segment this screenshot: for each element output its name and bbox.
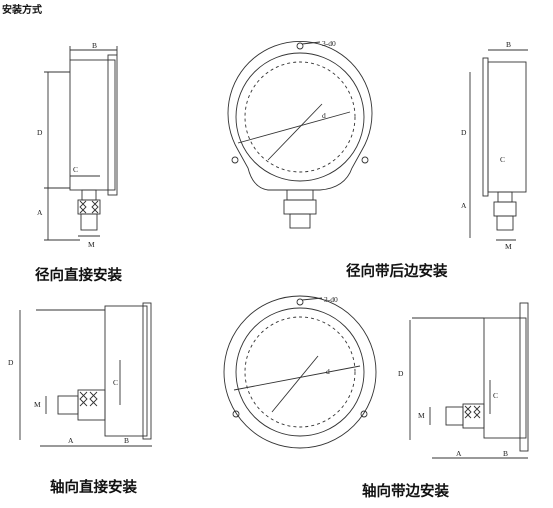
label-d-diameter: d <box>326 367 330 376</box>
label-d: D <box>8 358 14 367</box>
back-flange-plate <box>482 57 489 197</box>
label-d: D <box>398 369 404 378</box>
mount-hole <box>361 156 369 164</box>
label-b: B <box>506 40 511 49</box>
mount-hole <box>232 410 240 418</box>
label-m: M <box>505 242 512 251</box>
mount-hole <box>296 298 304 306</box>
caption-radial-back-flange: 径向带后边安装 <box>346 262 448 280</box>
thread-stem <box>496 215 514 231</box>
label-c: C <box>73 165 78 174</box>
label-d: D <box>37 128 43 137</box>
hex-nut <box>493 201 517 217</box>
label-d: D <box>461 128 467 137</box>
radial-back-flange-side-view: B D C A M <box>461 40 528 251</box>
label-b: B <box>503 449 508 458</box>
case-body <box>487 61 527 193</box>
mount-hole <box>231 156 239 164</box>
caption-axial-direct: 轴向直接安装 <box>50 478 137 496</box>
holes-leader <box>301 41 321 45</box>
caption-radial-direct: 径向直接安装 <box>35 266 122 284</box>
diameter-d-line <box>237 111 351 144</box>
front-flange-plate <box>519 302 529 452</box>
thread-stem <box>80 213 98 231</box>
pointer <box>267 103 323 161</box>
hex-nut <box>283 199 317 215</box>
thread-stem <box>289 213 311 229</box>
socket-neck <box>497 191 513 203</box>
label-b: B <box>92 41 97 50</box>
label-m: M <box>34 400 41 409</box>
label-holes: 3-d0 <box>324 295 338 304</box>
dial-face <box>235 307 365 437</box>
axial-front-flange-side-view: D A B C M <box>398 302 529 459</box>
axial-front-flange-view: 3-d0 d <box>223 295 377 449</box>
label-m: M <box>418 411 425 420</box>
radial-direct-view: B D C A M <box>37 41 118 249</box>
label-a: A <box>461 201 467 210</box>
axial-direct-view: D A B C M <box>8 302 152 447</box>
label-d-diameter: d <box>322 111 326 120</box>
case-body <box>483 317 527 439</box>
holes-leader <box>301 297 323 301</box>
nut-hatch <box>464 405 481 419</box>
label-c: C <box>493 391 498 400</box>
label-a: A <box>37 208 43 217</box>
scale-ring <box>244 61 356 173</box>
dial-face <box>235 52 365 182</box>
bezel-rim <box>142 302 152 440</box>
label-a: A <box>456 449 462 458</box>
nut-hatch <box>79 200 99 214</box>
nut-hatch <box>79 391 98 407</box>
label-a: A <box>68 436 74 445</box>
back-flange-outline <box>227 41 373 191</box>
label-m: M <box>88 240 95 249</box>
label-holes: 3-d0 <box>322 39 336 48</box>
mount-hole <box>296 42 304 50</box>
pointer <box>271 355 319 413</box>
caption-axial-front-flange: 轴向带边安装 <box>362 482 449 500</box>
socket-neck <box>81 189 97 201</box>
front-flange-outline <box>223 295 377 449</box>
socket-neck <box>286 189 314 201</box>
scale-ring <box>244 316 356 428</box>
diameter-d-line <box>233 365 361 391</box>
case-body <box>104 305 148 437</box>
thread-stem <box>445 406 464 426</box>
label-b: B <box>124 436 129 445</box>
mount-hole <box>360 410 368 418</box>
label-c: C <box>500 155 505 164</box>
thread-stem <box>57 395 79 415</box>
label-c: C <box>113 378 118 387</box>
radial-back-flange-view: 3-d0 d <box>227 39 373 229</box>
bezel-rim <box>107 54 118 196</box>
page-title: 安装方式 <box>2 5 42 16</box>
